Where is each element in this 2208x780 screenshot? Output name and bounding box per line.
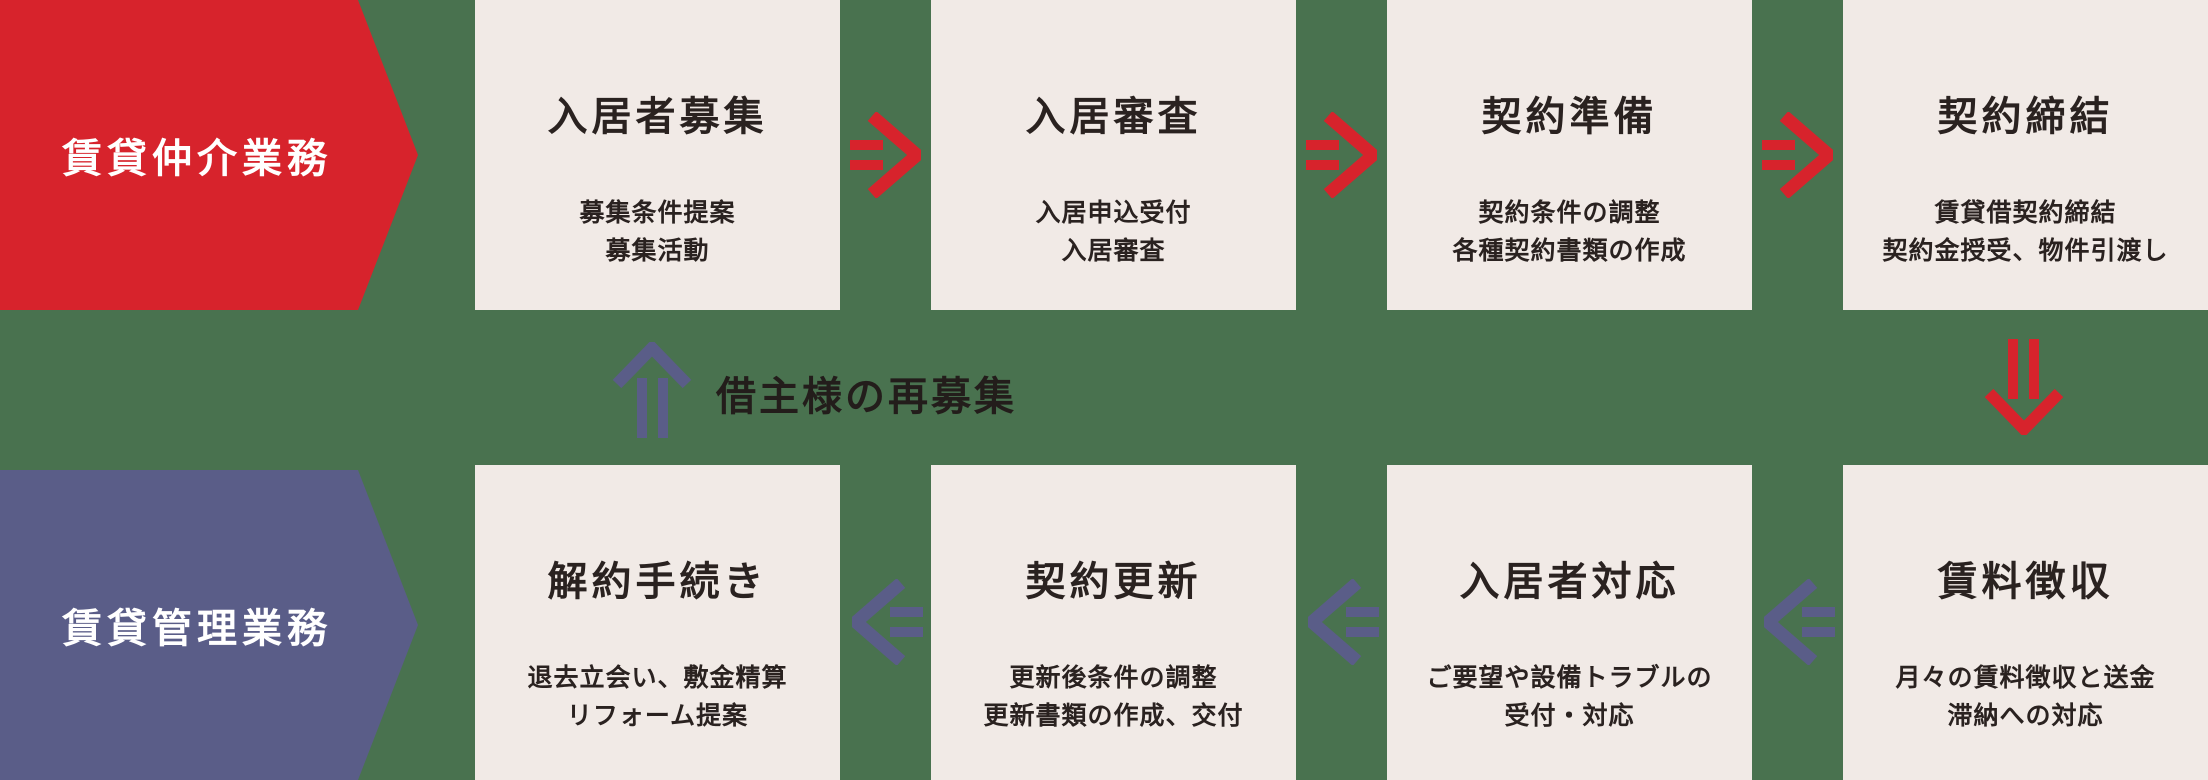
- card-title: 契約更新: [1025, 560, 1202, 604]
- card-body-line: 契約条件の調整: [1478, 199, 1661, 227]
- card-body: 月々の賃料徴収と送金 滞納への対応: [1843, 659, 2208, 735]
- card-title: 契約準備: [1481, 95, 1658, 139]
- card-body-line: 月々の賃料徴収と送金: [1895, 664, 2156, 692]
- card-body-line: 契約金授受、物件引渡し: [1882, 237, 2169, 265]
- card-body-line: 受付・対応: [1504, 702, 1635, 730]
- card-body-line: 募集活動: [605, 237, 710, 265]
- card-title: 入居者募集: [547, 95, 768, 139]
- relisting-label: 借主様の再募集: [716, 375, 1017, 419]
- arrow-right-icon: [1306, 112, 1377, 198]
- arrow-down-icon: [1984, 339, 2064, 435]
- card-body: 募集条件提案 募集活動: [475, 194, 840, 270]
- card-title: 入居審査: [1025, 95, 1202, 139]
- lane-management-chevron: 賃貸管理業務: [0, 470, 418, 780]
- card-body-line: 滞納への対応: [1947, 702, 2104, 730]
- card-body-line: 募集条件提案: [579, 199, 736, 227]
- card-body-line: 入居申込受付: [1035, 199, 1192, 227]
- card-cancellation-procedure: 解約手続き 退去立会い、敷金精算 リフォーム提案: [475, 465, 840, 780]
- card-tenant-recruitment: 入居者募集 募集条件提案 募集活動: [475, 0, 840, 310]
- lane-brokerage-label: 賃貸仲介業務: [62, 137, 332, 181]
- card-body: 入居申込受付 入居審査: [931, 194, 1296, 270]
- card-contract-signing: 契約締結 賃貸借契約締結 契約金授受、物件引渡し: [1843, 0, 2208, 310]
- card-body: 契約条件の調整 各種契約書類の作成: [1387, 194, 1752, 270]
- card-contract-preparation: 契約準備 契約条件の調整 各種契約書類の作成: [1387, 0, 1752, 310]
- card-title: 契約締結: [1937, 95, 2114, 139]
- card-body: 賃貸借契約締結 契約金授受、物件引渡し: [1843, 194, 2208, 270]
- lane-brokerage-chevron: 賃貸仲介業務: [0, 0, 418, 310]
- arrow-up-icon: [612, 342, 692, 438]
- card-body-line: 更新書類の作成、交付: [983, 702, 1244, 730]
- card-body: 更新後条件の調整 更新書類の作成、交付: [931, 659, 1296, 735]
- arrow-right-icon: [1762, 112, 1833, 198]
- card-body: 退去立会い、敷金精算 リフォーム提案: [475, 659, 840, 735]
- arrow-right-icon: [850, 112, 921, 198]
- card-body-line: リフォーム提案: [566, 702, 749, 730]
- card-body-line: ご要望や設備トラブルの: [1426, 664, 1713, 692]
- arrow-left-icon: [852, 579, 923, 665]
- card-tenant-support: 入居者対応 ご要望や設備トラブルの 受付・対応: [1387, 465, 1752, 780]
- lane-management-label: 賃貸管理業務: [62, 607, 332, 651]
- arrow-left-icon: [1764, 579, 1835, 665]
- card-body-line: 更新後条件の調整: [1009, 664, 1218, 692]
- card-title: 解約手続き: [547, 560, 768, 604]
- card-body-line: 入居審査: [1061, 237, 1166, 265]
- card-body: ご要望や設備トラブルの 受付・対応: [1387, 659, 1752, 735]
- card-tenant-screening: 入居審査 入居申込受付 入居審査: [931, 0, 1296, 310]
- card-contract-renewal: 契約更新 更新後条件の調整 更新書類の作成、交付: [931, 465, 1296, 780]
- card-body-line: 退去立会い、敷金精算: [527, 664, 788, 692]
- card-title: 入居者対応: [1459, 560, 1680, 604]
- arrow-left-icon: [1308, 579, 1379, 665]
- card-title: 賃料徴収: [1937, 560, 2114, 604]
- card-rent-collection: 賃料徴収 月々の賃料徴収と送金 滞納への対応: [1843, 465, 2208, 780]
- card-body-line: 各種契約書類の作成: [1452, 237, 1687, 265]
- card-body-line: 賃貸借契約締結: [1934, 199, 2117, 227]
